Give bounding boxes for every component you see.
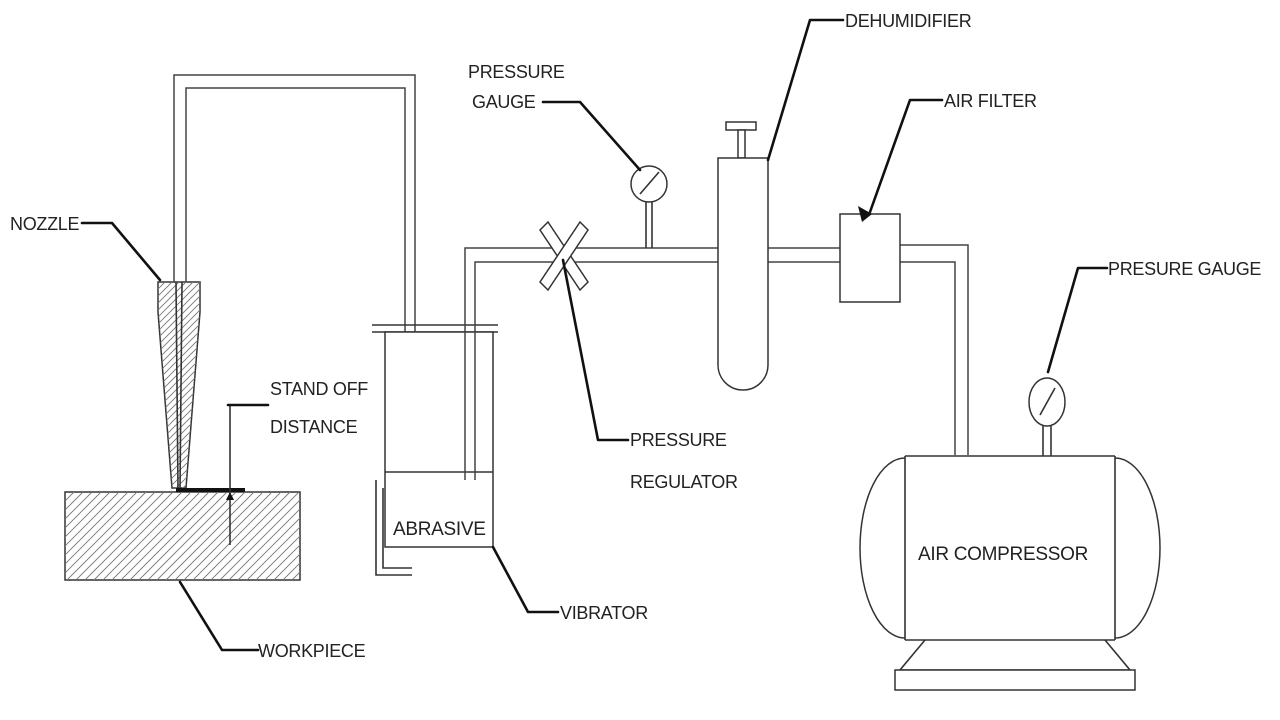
hatch-line [158, 282, 200, 488]
hatch-line [201, 492, 291, 580]
air-filter [839, 213, 901, 303]
label-pressure-regulator-line1: PRESSURE [630, 430, 727, 450]
hatch-line [158, 282, 200, 488]
leader-air-filter [868, 98, 944, 214]
pressure-gauge-top [630, 165, 668, 248]
hatch-line [120, 492, 210, 580]
label-vibrator: VIBRATOR [560, 603, 648, 623]
hatch-line [65, 492, 111, 538]
leader-lines [80, 18, 1109, 652]
hatch-line [65, 492, 75, 502]
hatch-line [255, 535, 300, 580]
hatch-line [158, 282, 200, 488]
hatch-line [75, 492, 165, 580]
hatch-line [65, 492, 66, 493]
hatch-line [264, 544, 300, 580]
hatch-line [158, 282, 200, 488]
workpiece [64, 491, 301, 581]
hatch-line [158, 282, 200, 488]
hatch-line [273, 553, 300, 580]
hatch-line [158, 282, 200, 488]
air-inlet-pipe [464, 247, 720, 480]
label-stand-off-line1: STAND OFF [270, 379, 368, 399]
hatch-line [192, 492, 282, 580]
leader-pressure-gauge [541, 100, 642, 172]
hatch-line [165, 492, 255, 580]
leader-dehumidifier [766, 18, 845, 162]
hatch-line [158, 282, 180, 488]
hatch-line [65, 492, 102, 529]
leader-workpiece [178, 580, 260, 652]
hatch-line [147, 492, 237, 580]
hatch-line [158, 282, 200, 488]
leader-nozzle [80, 221, 162, 282]
hatch-line [65, 492, 93, 520]
leader-pressure-regulator [561, 258, 630, 442]
hatch-line [65, 492, 129, 556]
abrasive-feed-pipe [173, 74, 416, 381]
hatch-line [158, 282, 200, 488]
label-air-compressor: AIR COMPRESSOR [918, 544, 1088, 565]
hatch-line [138, 492, 228, 580]
hatch-line [84, 492, 174, 580]
hatch-line [111, 492, 201, 580]
hatch-line [237, 517, 300, 580]
pressure-regulator-valve [539, 220, 589, 292]
hatch-line [210, 492, 300, 580]
hatch-line [158, 282, 200, 488]
hatch-line [102, 492, 192, 580]
label-dehumidifier: DEHUMIDIFIER [845, 11, 972, 31]
hatch-line [174, 492, 264, 580]
label-pressure-gauge-line2: GAUGE [472, 92, 536, 112]
hatch-line [291, 571, 300, 580]
label-pressure-gauge-line1: PRESSURE [468, 62, 565, 82]
label-presure-gauge: PRESURE GAUGE [1108, 259, 1261, 279]
hatch-line [65, 492, 147, 574]
hatch-line [65, 492, 84, 511]
hatch-line [66, 492, 156, 580]
leader-vibrator [491, 545, 560, 614]
label-stand-off-line2: DISTANCE [270, 417, 358, 437]
label-workpiece: WORKPIECE [258, 641, 366, 661]
hatch-line [65, 492, 120, 547]
hatch-line [129, 492, 219, 580]
hatch-line [158, 282, 200, 488]
hatch-line [228, 508, 300, 580]
leader-presure-gauge [1046, 266, 1109, 374]
hatch-line [158, 282, 200, 488]
hatch-line [158, 282, 173, 488]
dehumidifier [717, 121, 769, 391]
hatch-line [246, 526, 300, 580]
hatch-line [158, 282, 200, 488]
hatch-line [219, 499, 300, 580]
stand-off-distance-marker [176, 405, 245, 545]
label-air-filter: AIR FILTER [944, 91, 1037, 111]
hatch-line [282, 562, 300, 580]
main-air-line [768, 244, 969, 455]
air-compressor [859, 377, 1161, 691]
label-nozzle: NOZZLE [10, 214, 80, 234]
hatch-line [158, 282, 200, 488]
hatch-line [158, 282, 200, 488]
hatch-line [93, 492, 183, 580]
hatch-line [158, 282, 200, 488]
label-abrasive: ABRASIVE [393, 519, 486, 540]
label-pressure-regulator-line2: REGULATOR [630, 472, 738, 492]
hatch-line [65, 492, 138, 565]
hatch-line [158, 282, 200, 488]
hatch-line [183, 492, 273, 580]
hatch-line [158, 282, 159, 488]
hatch-line [158, 282, 166, 488]
